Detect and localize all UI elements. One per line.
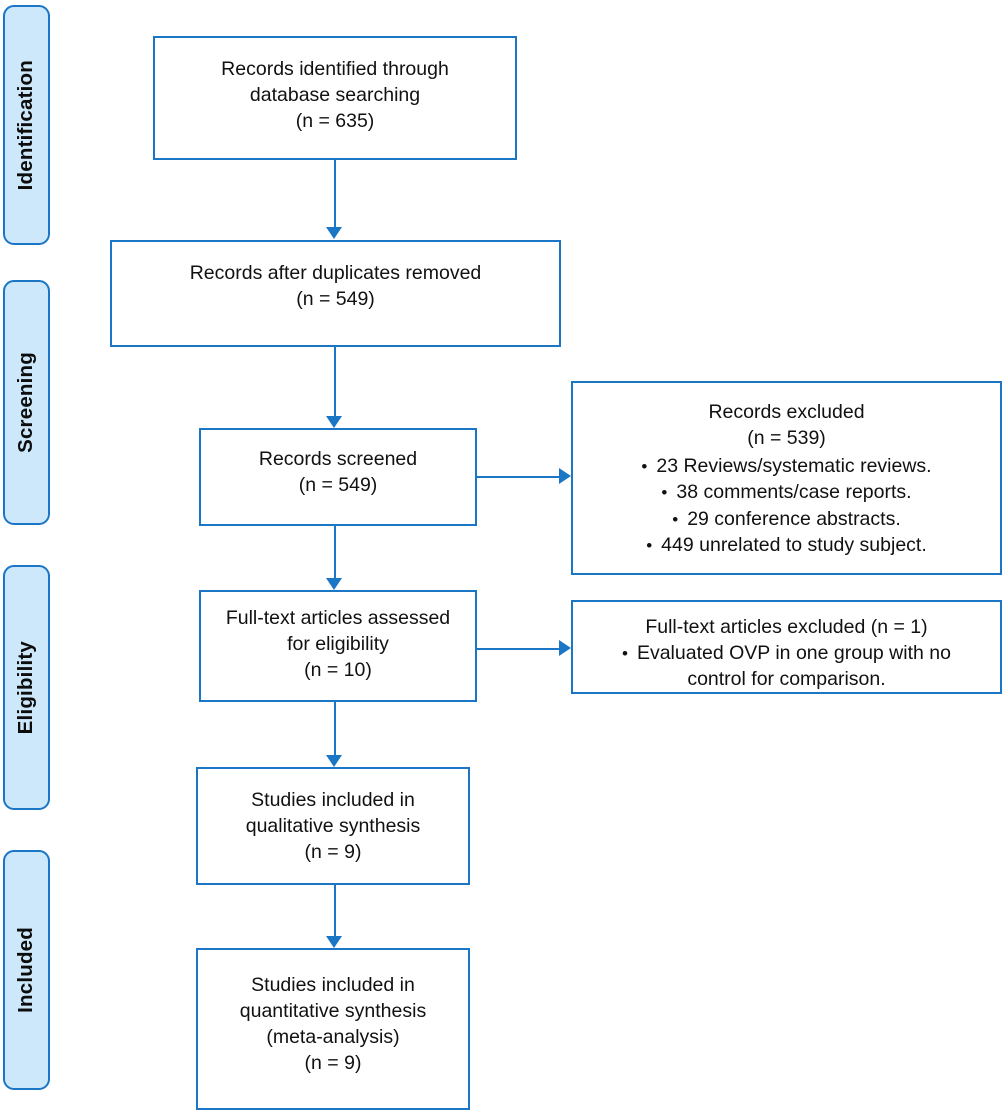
bullet-marker-icon: • <box>622 644 628 664</box>
bullet-marker-icon: • <box>641 457 648 477</box>
box-fulltext-assessed-line-1: Full-text articles assessed <box>225 607 451 629</box>
box-studies-quantitative: Studies included in quantitative synthes… <box>196 948 470 1110</box>
bullet-marker-icon: • <box>646 535 653 555</box>
box-records-identified: Records identified through database sear… <box>153 36 517 160</box>
box-records-identified-line-1: Records identified through <box>221 58 449 80</box>
arrowhead-identified-to-duplicates <box>326 227 342 239</box>
box-records-identified-line-3: (n = 635) <box>295 110 375 133</box>
box-studies-quantitative-line-3: (meta-analysis) <box>266 1026 400 1049</box>
connector-duplicates-to-screened <box>334 347 336 416</box>
box-fulltext-assessed: Full-text articles assessed for eligibil… <box>199 590 477 702</box>
box-studies-qualitative-line-2: qualitative synthesis <box>245 815 421 838</box>
box-fulltext-excluded: Full-text articles excluded (n = 1) • Ev… <box>571 600 1002 694</box>
box-records-identified-line-2: database searching <box>249 84 421 107</box>
stage-label-eligibility: Eligibility <box>14 640 38 735</box>
arrowhead-fulltext-to-excluded <box>559 640 571 656</box>
stage-label-screening: Screening <box>14 352 38 453</box>
connector-fulltext-to-excluded <box>477 648 559 650</box>
box-fulltext-excluded-bullet-1: • Evaluated OVP in one group with no <box>622 640 951 666</box>
box-fulltext-assessed-line-2: for eligibility <box>287 633 389 656</box>
connector-screened-to-fulltext <box>334 526 336 578</box>
bullet-marker-icon: • <box>661 483 668 503</box>
box-records-excluded-bullet-2: • 38 comments/case reports. <box>661 479 911 505</box>
box-records-excluded-bullet-4: • 449 unrelated to study subject. <box>646 532 927 558</box>
arrowhead-qualitative-to-quantitative <box>326 936 342 948</box>
box-studies-qualitative-line-1: Studies included in <box>251 789 415 811</box>
connector-screened-to-excluded <box>477 476 559 478</box>
box-fulltext-assessed-line-3: (n = 10) <box>304 659 372 682</box>
arrowhead-screened-to-fulltext <box>326 578 342 590</box>
box-records-excluded-bullet-1: • 23 Reviews/systematic reviews. <box>641 453 931 479</box>
stage-label-included: Included <box>14 927 38 1013</box>
box-records-screened-line-2: (n = 549) <box>298 474 378 497</box>
box-records-excluded-line-1: Records excluded <box>708 401 865 423</box>
box-records-excluded-bullet-3-text: 29 conference abstracts. <box>687 507 901 530</box>
bullet-marker-icon: • <box>672 509 679 529</box>
stage-tab-identification: Identification <box>3 5 50 245</box>
stage-tab-eligibility: Eligibility <box>3 565 50 810</box>
box-studies-qualitative: Studies included in qualitative synthesi… <box>196 767 470 885</box>
box-studies-quantitative-line-2: quantitative synthesis <box>239 1000 427 1023</box>
stage-tab-included: Included <box>3 850 50 1090</box>
box-records-excluded-bullet-4-text: 449 unrelated to study subject. <box>661 533 927 556</box>
box-studies-quantitative-line-4: (n = 9) <box>304 1052 362 1075</box>
connector-fulltext-to-qualitative <box>334 702 336 755</box>
connector-qualitative-to-quantitative <box>334 885 336 936</box>
box-records-after-duplicates-line-1: Records after duplicates removed <box>189 262 482 284</box>
arrowhead-fulltext-to-qualitative <box>326 755 342 767</box>
box-records-excluded-line-2: (n = 539) <box>747 427 826 450</box>
box-records-after-duplicates-line-2: (n = 549) <box>296 288 375 311</box>
connector-identified-to-duplicates <box>334 160 336 227</box>
box-records-excluded-bullet-2-text: 38 comments/case reports. <box>676 481 912 504</box>
box-records-after-duplicates: Records after duplicates removed (n = 54… <box>110 240 561 347</box>
box-fulltext-excluded-bullet-1-text: Evaluated OVP in one group with no <box>636 642 951 665</box>
box-records-excluded: Records excluded (n = 539) • 23 Reviews/… <box>571 381 1002 575</box>
box-records-excluded-bullet-3: • 29 conference abstracts. <box>672 506 901 532</box>
box-studies-qualitative-line-3: (n = 9) <box>304 841 362 864</box>
stage-label-identification: Identification <box>14 59 38 191</box>
arrowhead-screened-to-excluded <box>559 468 571 484</box>
box-studies-quantitative-line-1: Studies included in <box>251 974 415 996</box>
box-fulltext-excluded-line-1: Full-text articles excluded (n = 1) <box>645 616 928 638</box>
box-fulltext-excluded-bullet-1-cont: control for comparison. <box>687 668 886 691</box>
arrowhead-duplicates-to-screened <box>326 416 342 428</box>
stage-tab-screening: Screening <box>3 280 50 525</box>
box-records-excluded-bullet-1-text: 23 Reviews/systematic reviews. <box>656 455 932 478</box>
box-records-screened: Records screened (n = 549) <box>199 428 477 526</box>
box-records-screened-line-1: Records screened <box>258 448 418 470</box>
